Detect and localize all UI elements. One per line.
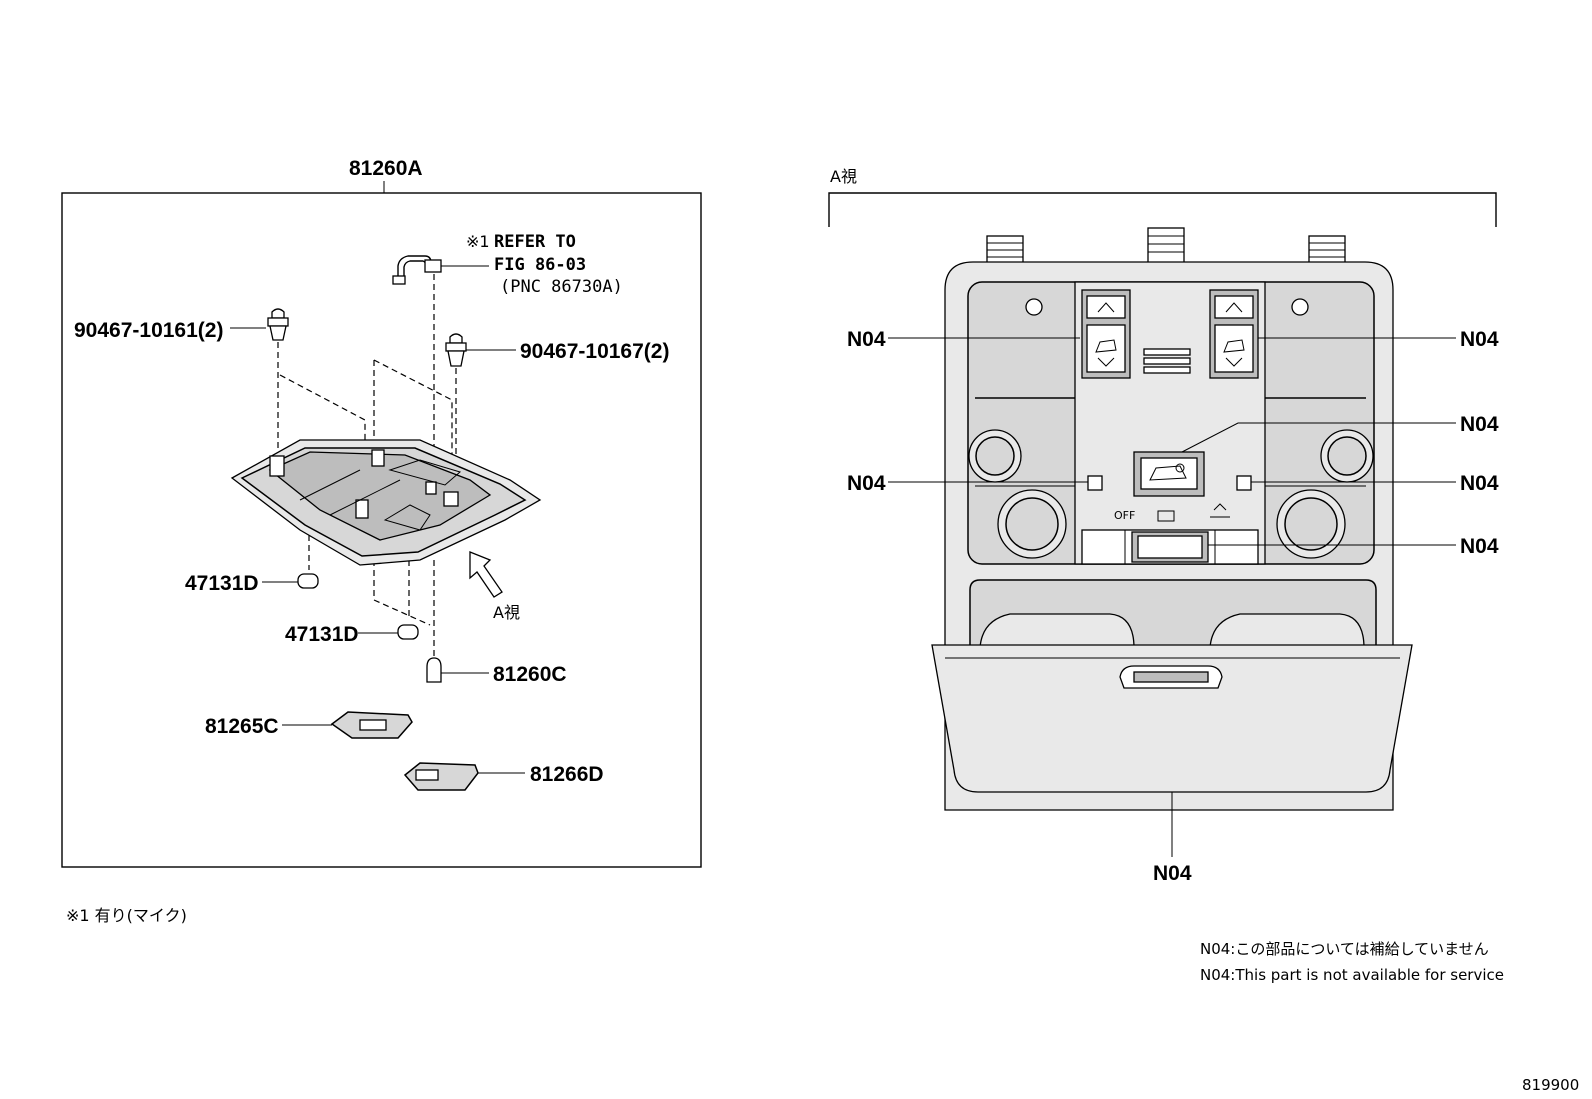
door-icon [1157,510,1175,522]
arrow-down-icon [1097,357,1115,367]
lens-cover-1 [282,711,413,739]
refer-note-line3: (PNC 86730A) [500,277,623,297]
clip-screw-left [230,308,289,460]
sunglass-holder[interactable] [931,579,1413,793]
arrow-up-icon [1097,302,1115,313]
lamp-slide-switch[interactable] [1081,529,1259,565]
callout-n04-7: N04 [1153,862,1192,885]
center-switch[interactable] [1133,451,1205,497]
label-cover-1: 81265C [205,715,279,738]
small-switch-left[interactable] [1087,475,1103,491]
footnote-n04-english: N04:This part is not available for servi… [1200,966,1504,984]
guide-line-2 [373,359,453,470]
callouts [888,337,1456,857]
refer-note-line1: REFER TO [494,232,576,252]
left-panel: 81260A ※1 REFER TO FIG 86-03 (PNC 86730A… [61,157,702,868]
top-clips [986,227,1346,265]
map-lamp-left-inner [1005,497,1059,551]
switch-off-text: OFF [1114,509,1135,522]
callout-n04-3: N04 [1460,413,1499,436]
footnote-mark: ※1 有り(マイク) [66,906,187,925]
car-icon [1095,339,1117,353]
callout-n04-6: N04 [1460,535,1499,558]
overhead-console-housing [230,439,542,566]
clip-screw-right [445,333,516,500]
sunroof-switch-right[interactable] [1209,289,1259,379]
callout-n04-2: N04 [1460,328,1499,351]
sunroof-switch-left[interactable] [1081,289,1131,379]
view-label: A視 [830,167,857,186]
label-cover-2: 81266D [530,763,604,786]
label-cap-1: 47131D [185,572,259,595]
bulb [426,657,489,683]
right-panel: A視 [828,167,1499,885]
car-icon [1223,339,1245,353]
callout-n04-4: N04 [847,472,886,495]
view-arrow [469,551,503,598]
guide-line-1 [279,374,366,510]
assembly-label: 81260A [349,157,423,180]
dome-light-icon [1210,503,1230,518]
map-lamp-right-inner [1284,497,1338,551]
figure-number: 819900 [1522,1076,1579,1094]
view-arrow-label: A視 [493,603,520,622]
footnote-n04-japanese: N04:この部品については補給していません [1200,940,1489,958]
label-screw-right: 90467-10167(2) [520,340,669,363]
car-icon [1149,465,1187,481]
refer-note-mark: ※1 [466,232,490,251]
microphone-hole-right [1291,298,1309,316]
arrow-down-icon [1225,357,1243,367]
lens-cover-2 [403,762,525,791]
callout-n04-5: N04 [1460,472,1499,495]
label-bulb: 81260C [493,663,567,686]
spot-lamp-right-upper-inner [1327,436,1367,476]
spot-lamp-left-upper-inner [975,436,1015,476]
cap-1 [262,573,319,589]
callout-n04-1: N04 [847,328,886,351]
microphone-hole-left [1025,298,1043,316]
speaker-grille [1143,348,1191,374]
arrow-up-icon [1225,302,1243,313]
label-screw-left: 90467-10161(2) [74,319,223,342]
label-cap-2: 47131D [285,623,359,646]
refer-note-line2: FIG 86-03 [494,255,586,275]
assembly-frame [61,192,702,868]
view-bracket [828,192,1497,227]
cap-2 [358,624,419,640]
small-switch-right[interactable] [1236,475,1252,491]
